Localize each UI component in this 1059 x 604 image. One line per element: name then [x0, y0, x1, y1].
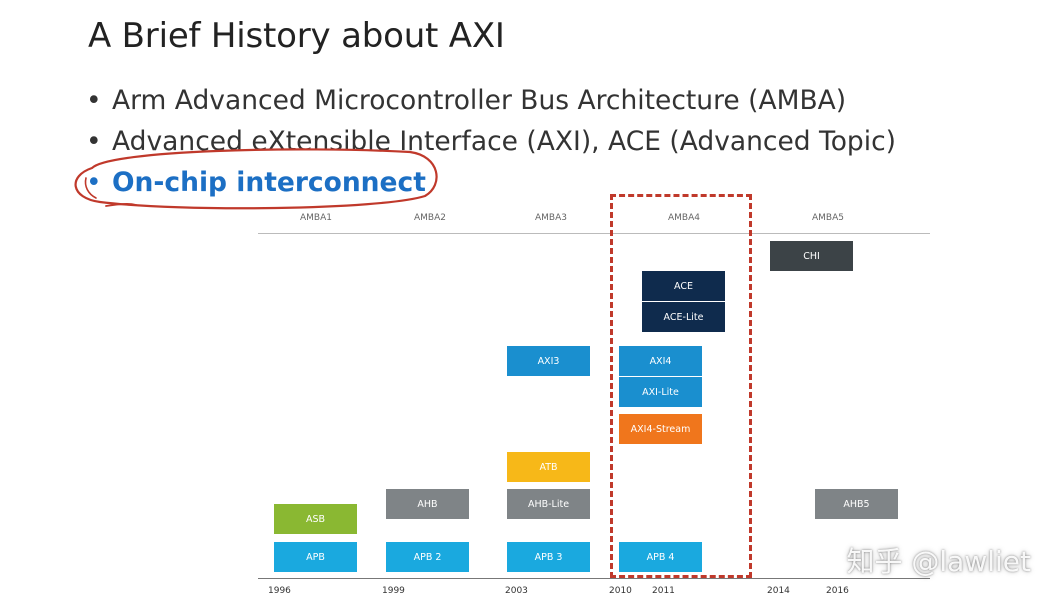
- protocol-ahb5: AHB5: [815, 489, 898, 519]
- protocol-axi4: AXI4: [619, 346, 702, 376]
- year-label-1999: 1999: [382, 586, 405, 596]
- protocol-apb3: APB 3: [507, 542, 590, 572]
- bullet-text: Arm Advanced Microcontroller Bus Archite…: [112, 85, 847, 116]
- bullet-item-amba: • Arm Advanced Microcontroller Bus Archi…: [86, 84, 896, 125]
- timeline-top-rule: [258, 233, 930, 234]
- era-label-amba3: AMBA3: [535, 213, 567, 223]
- year-label-2011: 2011: [652, 586, 675, 596]
- protocol-apb: APB: [274, 542, 357, 572]
- year-label-1996: 1996: [268, 586, 291, 596]
- amba4-dashed-highlight: [610, 194, 752, 578]
- protocol-atb: ATB: [507, 452, 590, 482]
- protocol-ace-lite: ACE-Lite: [642, 302, 725, 332]
- protocol-apb4: APB 4: [619, 542, 702, 572]
- bullet-text: On-chip interconnect: [112, 167, 426, 198]
- year-label-2016: 2016: [826, 586, 849, 596]
- era-label-amba2: AMBA2: [414, 213, 446, 223]
- watermark-text: 知乎 @lawliet: [846, 545, 1031, 578]
- year-label-2014: 2014: [767, 586, 790, 596]
- bullet-text: Advanced eXtensible Interface (AXI), ACE…: [112, 126, 897, 157]
- protocol-axi-lite: AXI-Lite: [619, 377, 702, 407]
- era-label-amba4: AMBA4: [668, 213, 700, 223]
- protocol-ahb-lite: AHB-Lite: [507, 489, 590, 519]
- bullet-dot: •: [86, 85, 102, 116]
- protocol-chi: CHI: [770, 241, 853, 271]
- protocol-axi3: AXI3: [507, 346, 590, 376]
- bullet-item-axi: • Advanced eXtensible Interface (AXI), A…: [86, 125, 896, 166]
- protocol-apb2: APB 2: [386, 542, 469, 572]
- era-label-amba1: AMBA1: [300, 213, 332, 223]
- bullet-list: • Arm Advanced Microcontroller Bus Archi…: [86, 84, 896, 207]
- year-label-2003: 2003: [505, 586, 528, 596]
- year-label-2010: 2010: [609, 586, 632, 596]
- protocol-ace: ACE: [642, 271, 725, 301]
- bullet-dot: •: [86, 126, 102, 157]
- bullet-item-interconnect: • On-chip interconnect: [86, 166, 896, 207]
- slide-title: A Brief History about AXI: [88, 16, 505, 56]
- protocol-axi4-stream: AXI4-Stream: [619, 414, 702, 444]
- protocol-asb: ASB: [274, 504, 357, 534]
- bullet-dot: •: [86, 167, 102, 198]
- timeline-axis: [258, 578, 930, 579]
- protocol-ahb: AHB: [386, 489, 469, 519]
- era-label-amba5: AMBA5: [812, 213, 844, 223]
